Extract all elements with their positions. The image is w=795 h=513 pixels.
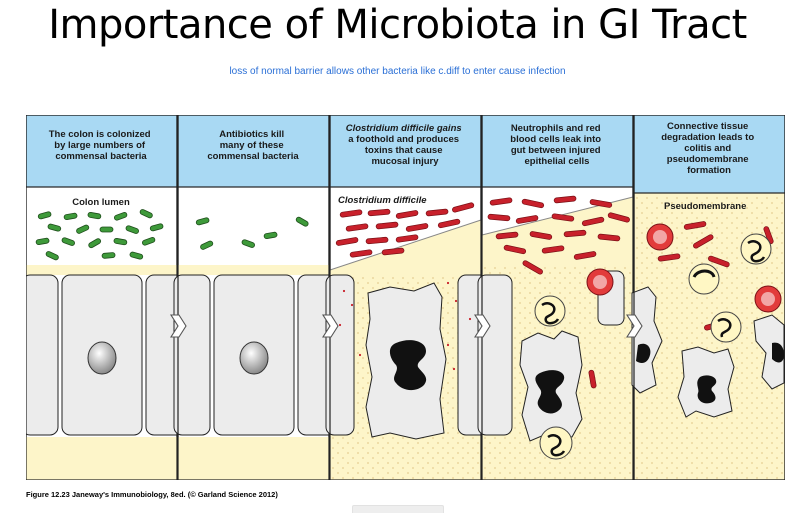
- chevron-arrow: [169, 314, 187, 338]
- bottom-tab: [352, 505, 444, 513]
- neutrophil: [688, 263, 720, 295]
- chevron-arrow: [473, 314, 491, 338]
- panel-label: Clostridium difficile: [338, 195, 427, 206]
- chevron-arrow: [321, 314, 339, 338]
- panel-label: Pseudomembrane: [664, 201, 746, 212]
- panel-2: Antibiotics kill many of these commensal…: [173, 115, 339, 480]
- slide-subtitle: loss of normal barrier allows other bact…: [229, 66, 566, 77]
- panel-header: [481, 115, 634, 188]
- red-blood-cell: [754, 285, 782, 313]
- damaged-cells: [631, 286, 785, 418]
- panel-header: [26, 115, 178, 188]
- microbiota-diagram: The colon is colonized by large numbers …: [26, 115, 785, 480]
- red-blood-cell: [646, 223, 674, 251]
- figure-caption: Figure 12.23 Janeway's Immunobiology, 8e…: [26, 490, 278, 499]
- panel-header-text: Clostridium difficile gains a foothold a…: [346, 123, 465, 167]
- panel-header-text: The colon is colonized by large numbers …: [49, 129, 154, 162]
- panel-header-text: Antibiotics kill many of these commensal…: [207, 129, 299, 162]
- nucleus: [389, 340, 427, 391]
- neutrophil: [710, 311, 742, 343]
- neutrophil: [740, 233, 772, 265]
- panel-1: The colon is colonized by large numbers …: [26, 115, 187, 480]
- slide-title: Importance of Microbiota in GI Tract: [48, 2, 747, 48]
- red-blood-cell: [586, 268, 614, 296]
- c-difficile-bacteria: [335, 202, 475, 258]
- tissue-dots: [338, 281, 472, 371]
- panel-header: [633, 115, 785, 194]
- nucleus: [636, 342, 784, 404]
- panel-4: Neutrophils and red blood cells leak int…: [477, 115, 634, 480]
- panel-header-text: Neutrophils and red blood cells leak int…: [510, 123, 603, 167]
- chevron-arrow: [625, 314, 643, 338]
- commensal-bacteria: [35, 209, 164, 261]
- panel-5: Connective tissue degradation leads to c…: [631, 115, 785, 480]
- nucleus: [535, 370, 565, 414]
- c-difficile-bacteria: [487, 195, 630, 389]
- panel-header: [177, 115, 330, 188]
- nucleus: [239, 341, 269, 375]
- neutrophil: [534, 295, 566, 327]
- nucleus: [87, 341, 117, 375]
- panel-label: Colon lumen: [72, 197, 130, 208]
- panel-header-text: Connective tissue degradation leads to c…: [661, 121, 757, 176]
- panel-3: Clostridium difficile gains a foothold a…: [325, 115, 489, 480]
- neutrophil: [539, 426, 573, 460]
- commensal-bacteria: [195, 216, 309, 250]
